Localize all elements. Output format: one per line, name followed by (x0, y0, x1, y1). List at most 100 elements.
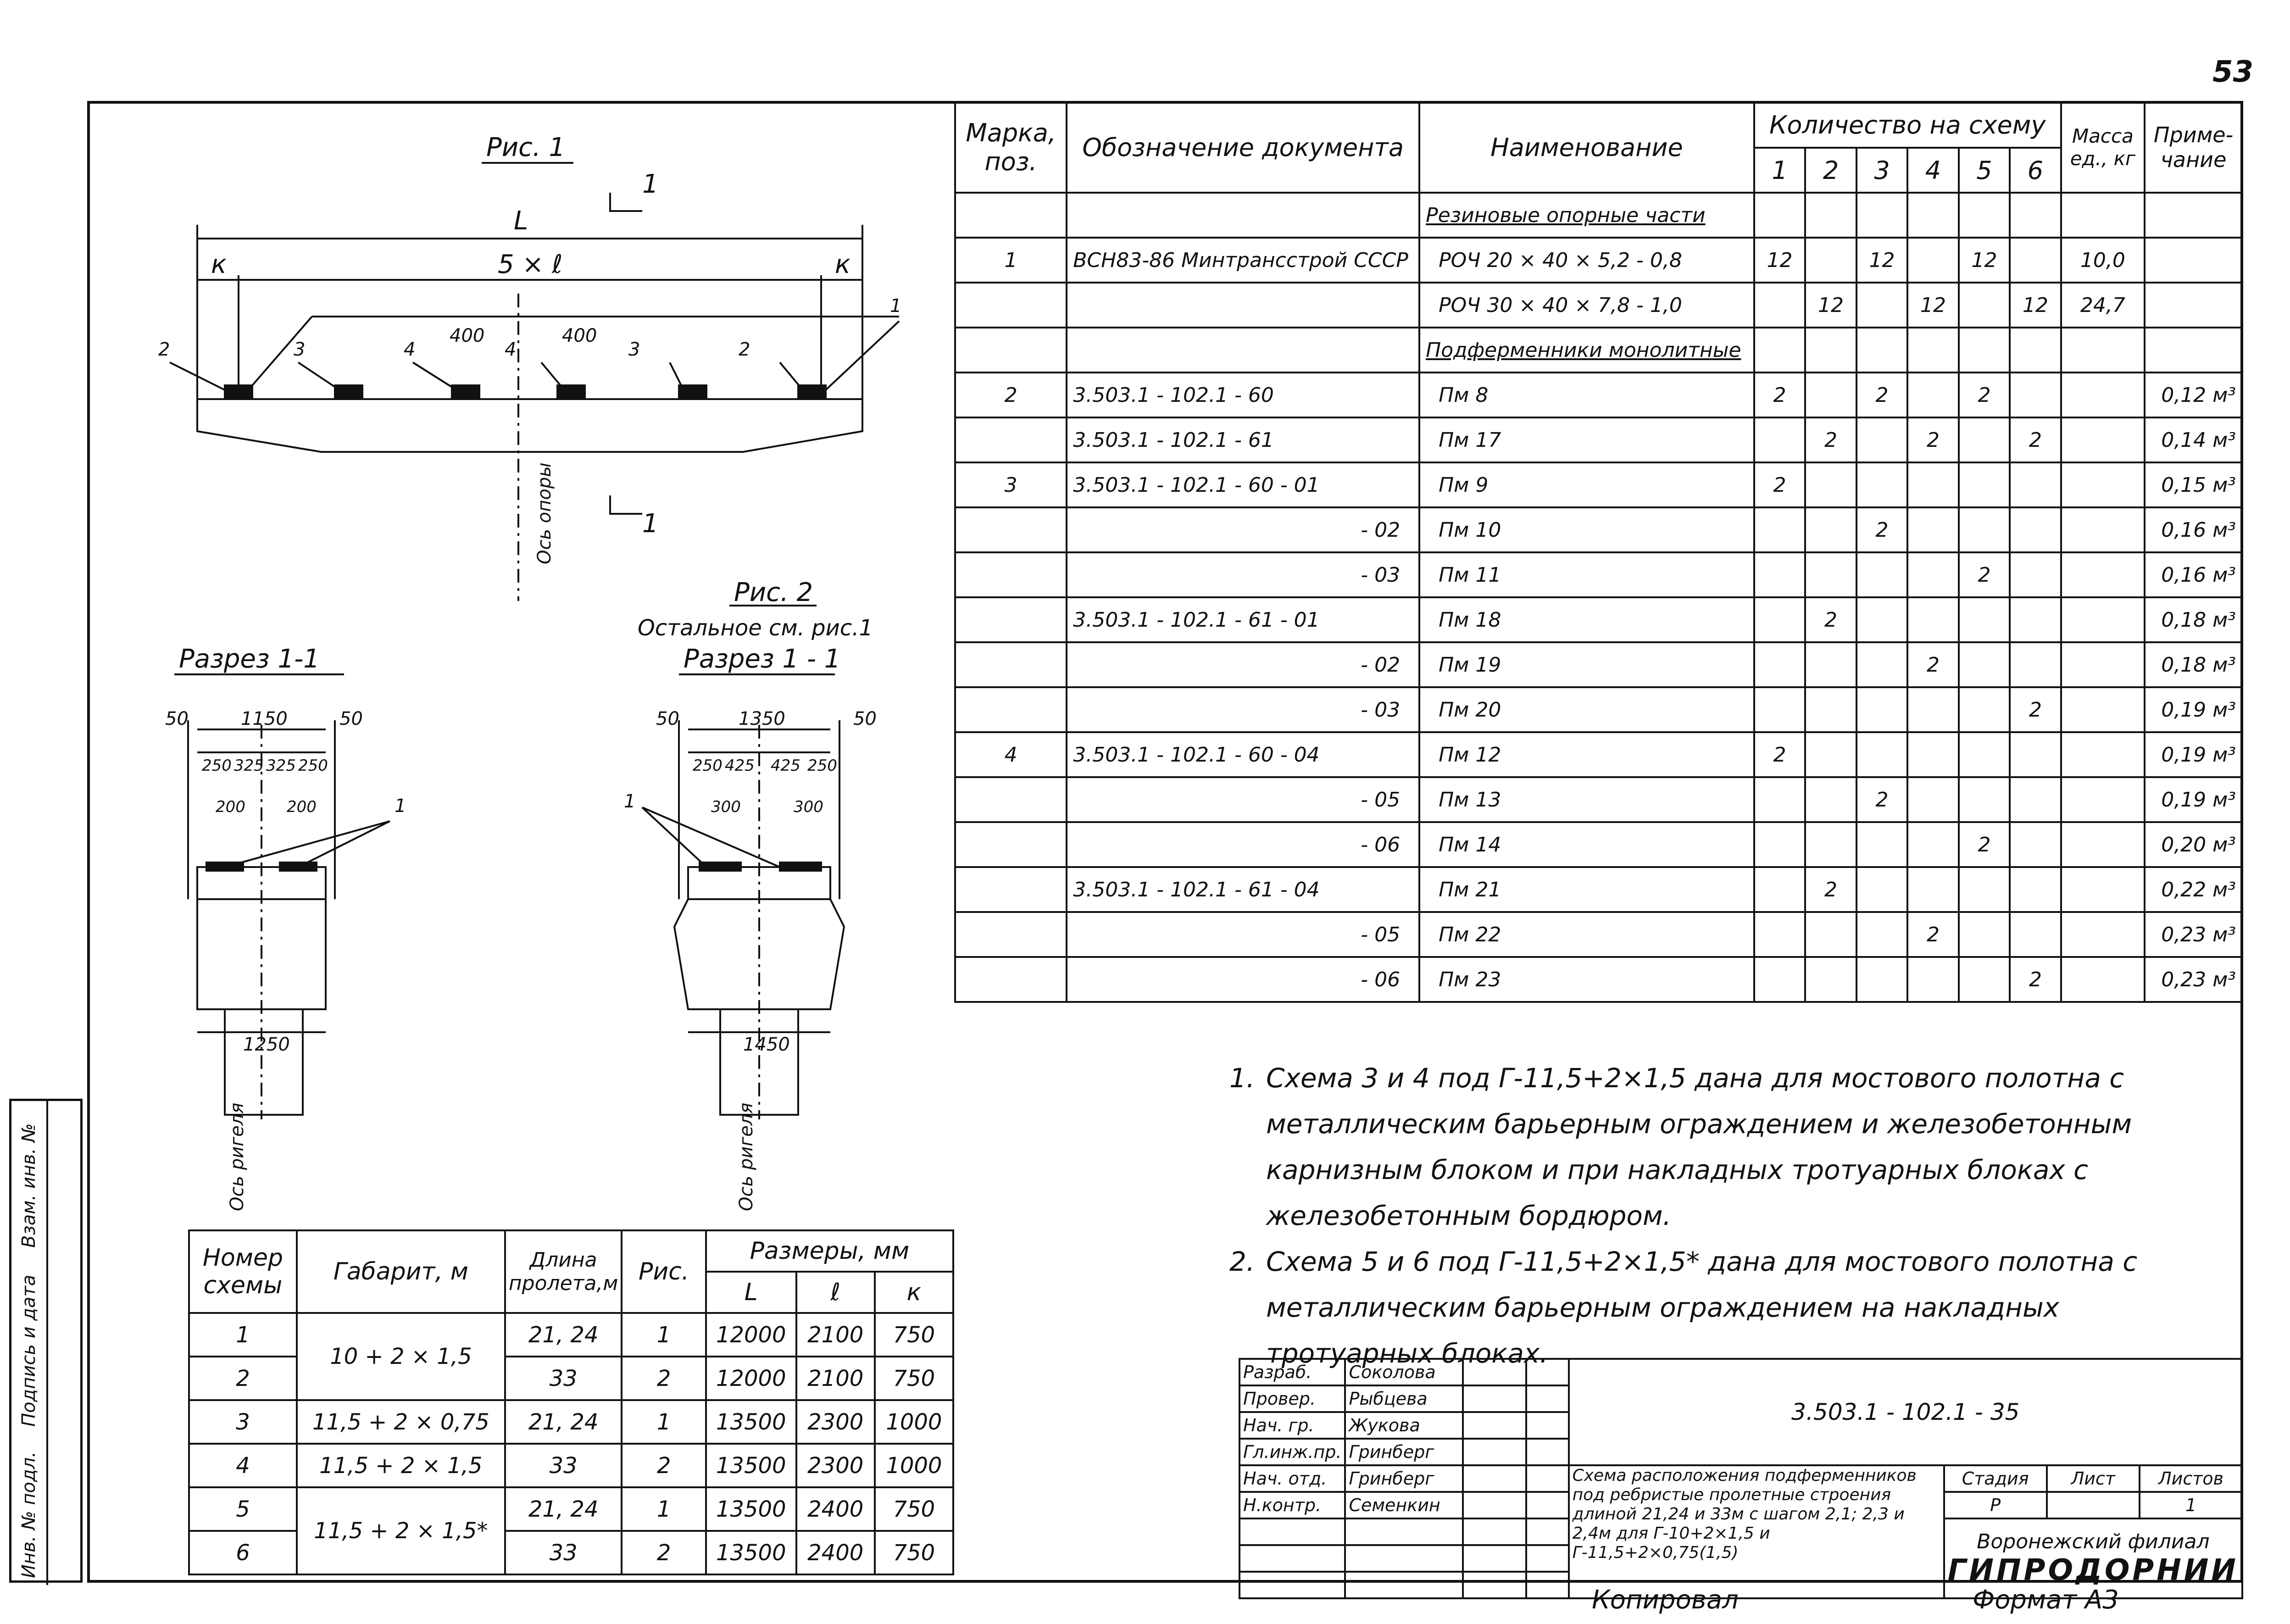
spec-qty-1 (1753, 596, 1806, 643)
scheme-header-L: L (705, 1271, 797, 1314)
spec-qty-4 (1906, 596, 1960, 643)
secR-dim-50a: 50 (656, 708, 679, 729)
spec-header-name: Наименование (1418, 101, 1755, 194)
spec-qty-5 (1957, 731, 2011, 778)
scheme-fig: 2 (621, 1356, 707, 1401)
spec-qty-3 (1855, 192, 1909, 239)
stamp-sheets: 1 (2139, 1491, 2243, 1519)
spec-mark (954, 776, 1068, 823)
spec-qty-5 (1957, 866, 2011, 913)
scheme-L: 13500 (705, 1443, 797, 1488)
secL-dim-1250: 1250 (243, 1034, 290, 1055)
spec-qty-3 (1855, 911, 1909, 958)
spec-header-q4: 4 (1906, 147, 1960, 194)
spec-qty-1 (1753, 641, 1806, 688)
spec-qty-5: 2 (1957, 821, 2011, 868)
spec-qty-4 (1906, 192, 1960, 239)
spec-qty-5 (1957, 911, 2011, 958)
spec-doc: - 06 (1066, 956, 1421, 1003)
stamp-name: Жукова (1344, 1411, 1464, 1440)
scheme-l: 2400 (795, 1486, 876, 1532)
scheme-L: 13500 (705, 1399, 797, 1445)
spec-doc: - 03 (1066, 551, 1421, 598)
secR-dim-250a: 250 (693, 756, 723, 775)
spec-qty-5 (1957, 327, 2011, 373)
spec-qty-3 (1855, 417, 1909, 463)
spec-header-mark: Марка, поз. (954, 101, 1068, 194)
spec-name: РОЧ 30 × 40 × 7,8 - 1,0 (1418, 282, 1755, 328)
scheme-fig: 1 (621, 1312, 707, 1357)
fig1-mark-2b: 2 (739, 339, 750, 360)
spec-doc: - 05 (1066, 776, 1421, 823)
fig1-k-right: к (835, 250, 850, 279)
spec-mass (2060, 866, 2146, 913)
scheme-gab: 11,5 + 2 × 1,5 (295, 1443, 506, 1488)
side-label-inv: Инв. № подл. (18, 1452, 39, 1578)
spec-qty-6 (2009, 462, 2062, 508)
spec-name: Пм 20 (1418, 686, 1755, 733)
stamp-signature (1462, 1438, 1527, 1466)
spec-note (2144, 192, 2243, 239)
spec-qty-5 (1957, 776, 2011, 823)
stamp-doc-code: 3.503.1 - 102.1 - 35 (1567, 1358, 2244, 1466)
spec-qty-2 (1804, 372, 1857, 418)
secR-axis: Ось ригеля (736, 1103, 757, 1211)
spec-qty-1 (1753, 506, 1806, 553)
spec-qty-6: 2 (2009, 417, 2062, 463)
scheme-l: 2100 (795, 1356, 876, 1401)
spec-mass (2060, 911, 2146, 958)
fig1-span: 5 × ℓ (498, 250, 562, 279)
secR-dim-425a: 425 (725, 756, 755, 775)
scheme-table: Номер схемы Габарит, м Длина пролета,м Р… (188, 1229, 955, 1575)
spec-qty-5 (1957, 956, 2011, 1003)
spec-qty-1 (1753, 911, 1806, 958)
fig2-note: Остальное см. рис.1 (638, 615, 873, 641)
spec-mark (954, 506, 1068, 553)
fig1-axis: Ось опоры (534, 462, 555, 564)
spec-mass (2060, 776, 2146, 823)
stamp-name: Семенкин (1344, 1491, 1464, 1519)
spec-qty-4 (1906, 462, 1960, 508)
spec-qty-2: 2 (1804, 596, 1857, 643)
scheme-num: 2 (188, 1356, 298, 1401)
spec-header-q3: 3 (1855, 147, 1909, 194)
spec-note (2144, 282, 2243, 328)
scheme-header-num: Номер схемы (188, 1229, 298, 1314)
fig1-title: Рис. 1 (486, 133, 565, 162)
spec-header-note: Приме-чание (2144, 101, 2243, 194)
spec-mark (954, 327, 1068, 373)
spec-qty-2 (1804, 956, 1857, 1003)
spec-qty-2 (1804, 327, 1857, 373)
stamp-role: Н.контр. (1238, 1491, 1346, 1519)
spec-qty-2 (1804, 551, 1857, 598)
secR-dim-1350: 1350 (739, 708, 785, 729)
spec-qty-3 (1855, 327, 1909, 373)
spec-doc: 3.503.1 - 102.1 - 60 - 04 (1066, 731, 1421, 778)
spec-qty-4: 2 (1906, 641, 1960, 688)
spec-header-q2: 2 (1804, 147, 1857, 194)
spec-mass (2060, 327, 2146, 373)
scheme-k: 750 (873, 1312, 955, 1357)
scheme-header-l: ℓ (795, 1271, 876, 1314)
fig1-mark-3a: 3 (294, 339, 305, 360)
spec-qty-5 (1957, 641, 2011, 688)
scheme-num: 4 (188, 1443, 298, 1488)
spec-header-q5: 5 (1957, 147, 2011, 194)
spec-name: Пм 10 (1418, 506, 1755, 553)
stamp-name: Соколова (1344, 1358, 1464, 1386)
spec-mark (954, 596, 1068, 643)
spec-qty-2: 2 (1804, 417, 1857, 463)
spec-qty-5 (1957, 462, 2011, 508)
spec-mass (2060, 956, 2146, 1003)
spec-qty-5 (1957, 282, 2011, 328)
spec-qty-2: 2 (1804, 866, 1857, 913)
spec-mass (2060, 731, 2146, 778)
spec-qty-3 (1855, 731, 1909, 778)
spec-qty-6 (2009, 551, 2062, 598)
stamp-sheet-label: Лист (2045, 1464, 2141, 1493)
